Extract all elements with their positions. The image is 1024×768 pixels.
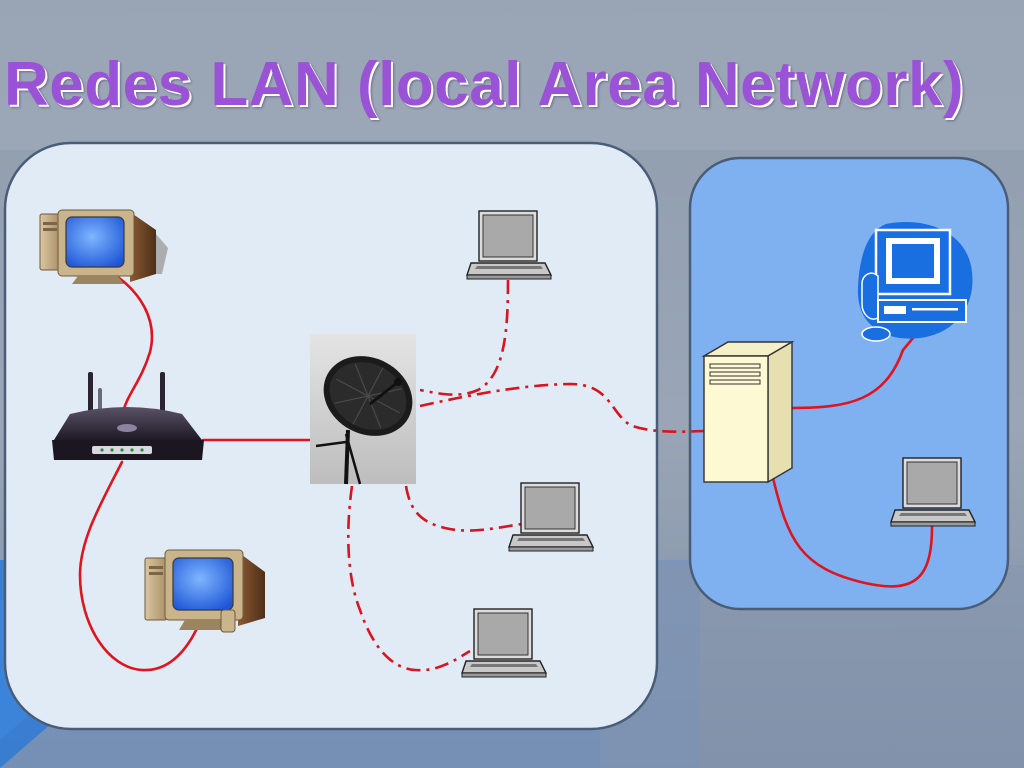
wireless-link (419, 279, 510, 396)
server-tower-icon (701, 340, 795, 484)
desktop-computer-icon (857, 222, 973, 342)
wireless-router-icon (52, 372, 204, 460)
wireless-link (404, 485, 523, 532)
wireless-link (419, 382, 705, 433)
wireless-link (346, 485, 471, 672)
laptop-icon (890, 457, 977, 527)
laptop-icon (461, 608, 548, 678)
wired-link (108, 270, 154, 420)
laptop-icon (508, 482, 595, 552)
wired-link (790, 336, 915, 410)
wired-link (78, 460, 202, 672)
satellite-dish-icon (310, 334, 416, 485)
desktop-computer-icon (144, 549, 265, 633)
laptop-icon (466, 210, 553, 280)
wired-link (771, 476, 934, 588)
slide-title: Redes LAN (local Area Network) (4, 50, 965, 119)
desktop-computer-icon (39, 209, 168, 284)
